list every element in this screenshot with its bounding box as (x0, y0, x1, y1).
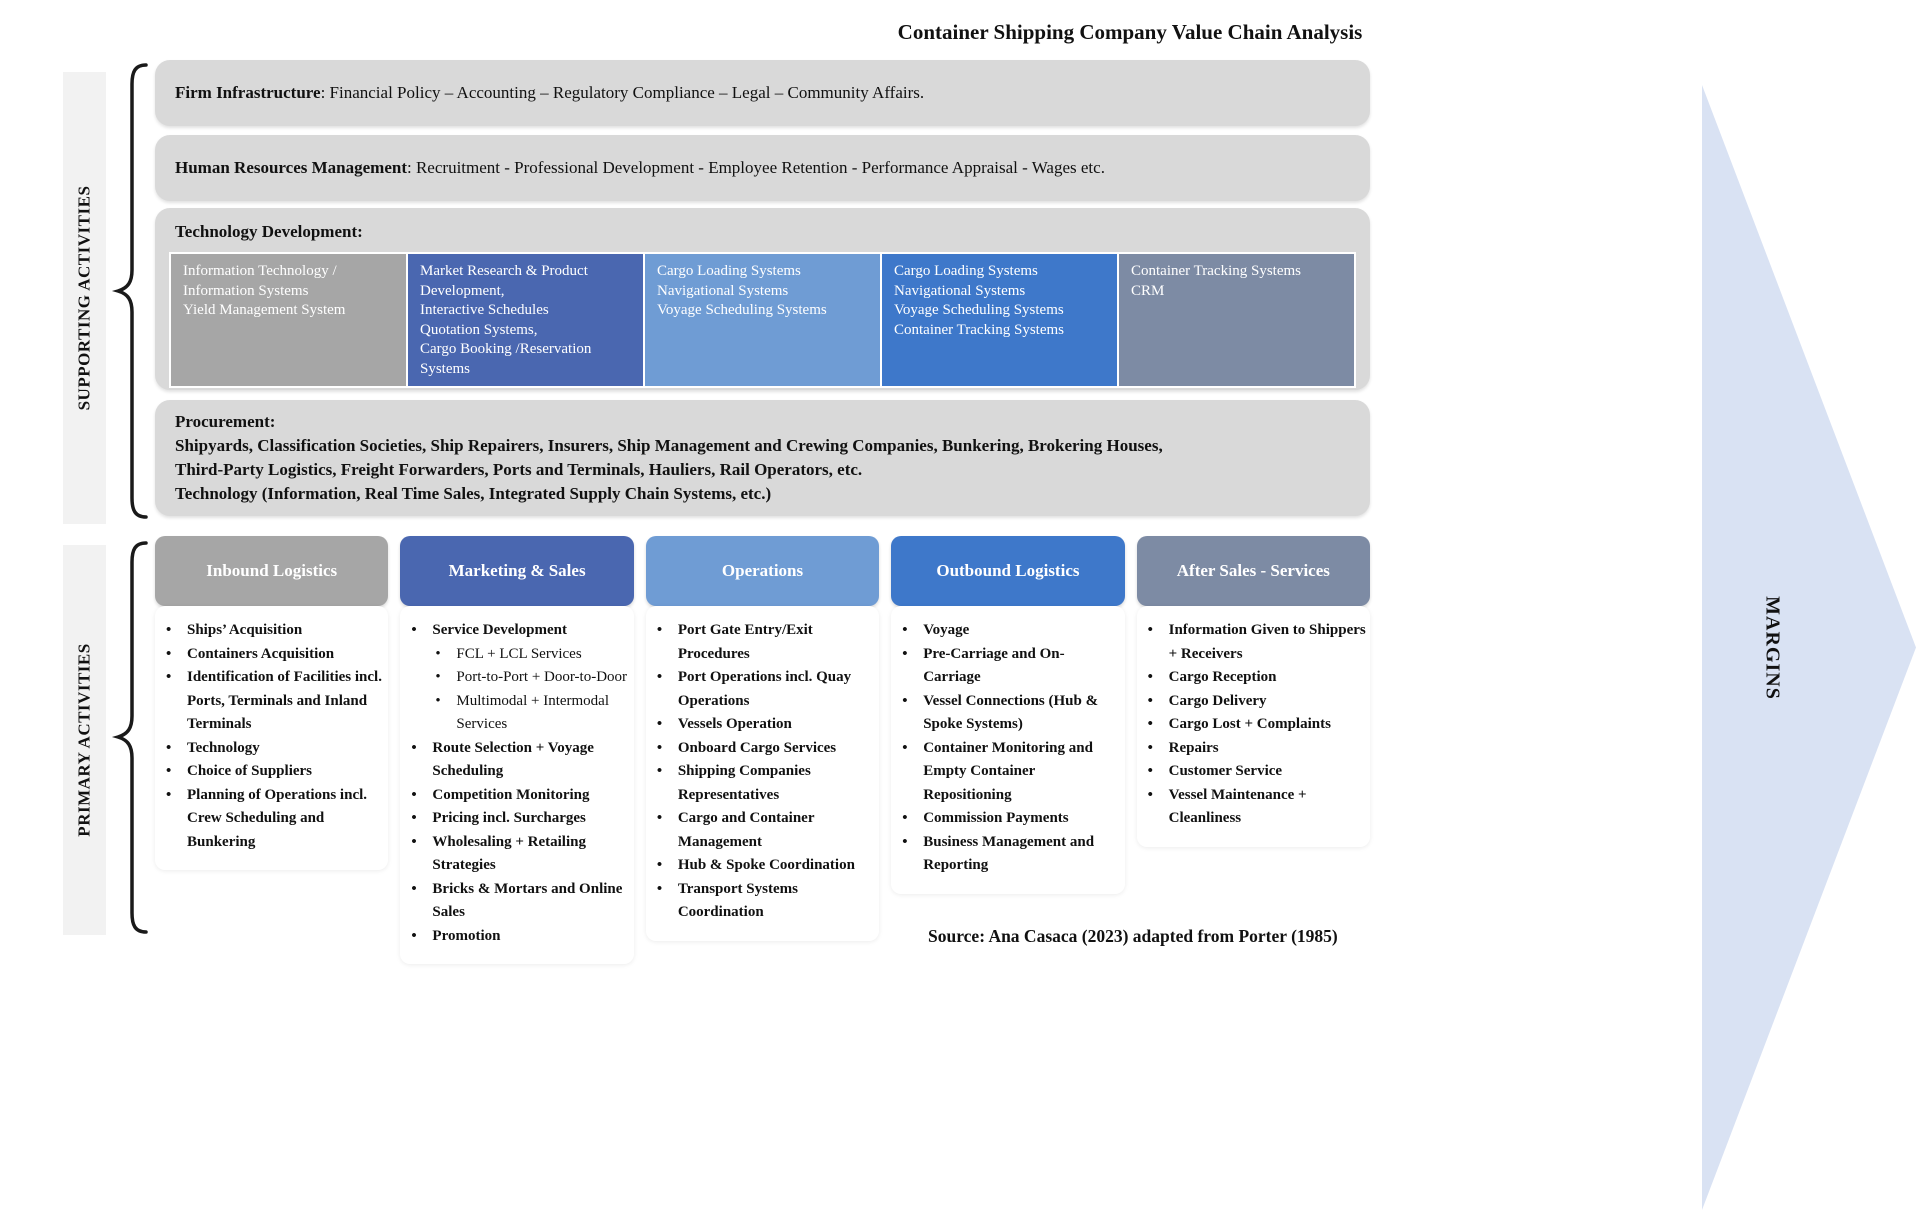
procurement-line: Shipyards, Classification Societies, Shi… (175, 436, 1163, 455)
list-item: Identification of Facilities incl. Ports… (155, 666, 384, 737)
supporting-activities-label: SUPPORTING ACTIVITIES (74, 185, 94, 411)
technology-development-bar: Technology Development: Information Tech… (155, 208, 1370, 390)
column-after-sales-services: After Sales - Services Information Given… (1136, 536, 1371, 964)
column-header: Operations (645, 536, 880, 606)
column-outbound-logistics: Outbound Logistics VoyagePre-Carriage an… (891, 536, 1125, 964)
list-item: Ships’ Acquisition (155, 619, 384, 643)
column-item-list: Ships’ AcquisitionContainers Acquisition… (155, 606, 389, 870)
list-item: Route Selection + Voyage Scheduling (400, 737, 629, 784)
supporting-brace (110, 62, 150, 520)
column-inbound-logistics: Inbound Logistics Ships’ AcquisitionCont… (155, 536, 389, 964)
firm-infrastructure-text: : Financial Policy – Accounting – Regula… (320, 83, 925, 102)
primary-activities-strip: PRIMARY ACTIVITIES (63, 545, 106, 935)
primary-brace (110, 540, 150, 935)
procurement-line: Third-Party Logistics, Freight Forwarder… (175, 460, 863, 479)
list-item: Pre-Carriage and On-Carriage (891, 643, 1120, 690)
column-header: Outbound Logistics (891, 536, 1125, 606)
technology-box: Cargo Loading Systems Navigational Syste… (645, 254, 880, 386)
procurement-bar: Procurement: Shipyards, Classification S… (155, 400, 1370, 516)
list-item: Vessels Operation (646, 713, 875, 737)
technology-development-heading: Technology Development: (175, 222, 363, 241)
list-item: Vessel Connections (Hub & Spoke Systems) (891, 690, 1120, 737)
list-item: Port Operations incl. Quay Operations (646, 666, 875, 713)
list-item: Choice of Suppliers (155, 760, 384, 784)
list-item: Service Development (400, 619, 629, 643)
column-item-list: Service DevelopmentFCL + LCL ServicesPor… (400, 606, 634, 964)
list-item: Commission Payments (891, 807, 1120, 831)
list-item: Port Gate Entry/Exit Procedures (646, 619, 875, 666)
column-marketing-sales: Marketing & Sales Service DevelopmentFCL… (400, 536, 634, 964)
column-header: Inbound Logistics (155, 536, 389, 606)
list-item: Technology (155, 737, 384, 761)
list-item: Cargo Delivery (1137, 690, 1366, 714)
primary-columns: Inbound Logistics Ships’ AcquisitionCont… (155, 536, 1371, 964)
list-item: Cargo and Container Management (646, 807, 875, 854)
list-item: Containers Acquisition (155, 643, 384, 667)
list-item: Cargo Lost + Complaints (1137, 713, 1366, 737)
column-header: After Sales - Services (1136, 536, 1371, 606)
firm-infrastructure-bar: Firm Infrastructure: Financial Policy – … (155, 60, 1370, 126)
list-item: Transport Systems Coordination (646, 878, 875, 925)
list-item: Wholesaling + Retailing Strategies (400, 831, 629, 878)
column-item-list: Information Given to Shippers + Receiver… (1136, 606, 1371, 847)
technology-box: Market Research & Product Development, I… (408, 254, 643, 386)
margins-arrow (1702, 85, 1916, 1210)
list-item: Vessel Maintenance + Cleanliness (1137, 784, 1366, 831)
human-resources-text: : Recruitment - Professional Development… (407, 158, 1105, 177)
column-item-list: VoyagePre-Carriage and On-CarriageVessel… (891, 606, 1125, 894)
list-item: Competition Monitoring (400, 784, 629, 808)
list-item: Onboard Cargo Services (646, 737, 875, 761)
firm-infrastructure-heading: Firm Infrastructure (175, 83, 321, 102)
list-item: Promotion (400, 925, 629, 949)
list-item: Port-to-Port + Door-to-Door (400, 666, 629, 690)
supporting-activities-strip: SUPPORTING ACTIVITIES (63, 72, 106, 524)
list-item: Business Management and Reporting (891, 831, 1120, 878)
list-item: Planning of Operations incl. Crew Schedu… (155, 784, 384, 855)
list-item: Multimodal + Intermodal Services (400, 690, 629, 737)
human-resources-bar: Human Resources Management: Recruitment … (155, 135, 1370, 201)
procurement-line: Technology (Information, Real Time Sales… (175, 484, 772, 503)
column-item-list: Port Gate Entry/Exit ProceduresPort Oper… (645, 606, 880, 941)
list-item: Container Monitoring and Empty Container… (891, 737, 1120, 808)
page-title: Container Shipping Company Value Chain A… (897, 20, 1363, 44)
procurement-heading: Procurement: (175, 412, 276, 431)
list-item: Shipping Companies Representatives (646, 760, 875, 807)
list-item: Hub & Spoke Coordination (646, 854, 875, 878)
list-item: Bricks & Mortars and Online Sales (400, 878, 629, 925)
column-operations: Operations Port Gate Entry/Exit Procedur… (645, 536, 880, 964)
primary-activities-label: PRIMARY ACTIVITIES (74, 643, 94, 837)
list-item: Information Given to Shippers + Receiver… (1137, 619, 1366, 666)
list-item: Voyage (891, 619, 1120, 643)
list-item: Customer Service (1137, 760, 1366, 784)
list-item: FCL + LCL Services (400, 643, 629, 667)
procurement-lines: Shipyards, Classification Societies, Shi… (175, 434, 1350, 506)
list-item: Pricing incl. Surcharges (400, 807, 629, 831)
technology-box: Information Technology / Information Sys… (171, 254, 406, 386)
column-header: Marketing & Sales (400, 536, 634, 606)
list-item: Cargo Reception (1137, 666, 1366, 690)
content-area: Firm Infrastructure: Financial Policy – … (155, 60, 1371, 964)
human-resources-heading: Human Resources Management (175, 158, 407, 177)
technology-box: Container Tracking Systems CRM (1119, 254, 1354, 386)
margins-label: MARGINS (1761, 596, 1784, 700)
technology-boxes: Information Technology / Information Sys… (169, 252, 1356, 388)
list-item: Repairs (1137, 737, 1366, 761)
source-citation: Source: Ana Casaca (2023) adapted from P… (928, 926, 1338, 946)
technology-box: Cargo Loading Systems Navigational Syste… (882, 254, 1117, 386)
